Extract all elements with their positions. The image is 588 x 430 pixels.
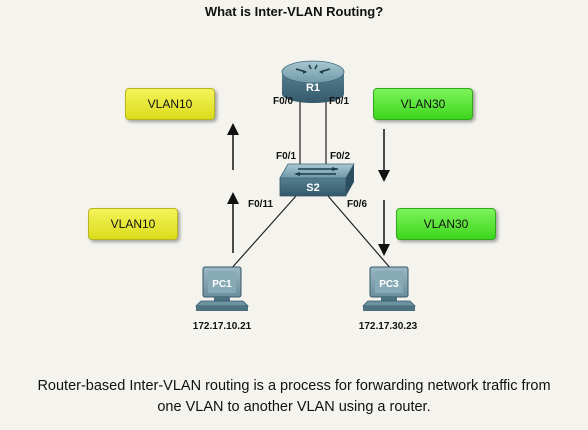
- vlan30-box-top: VLAN30: [373, 88, 473, 120]
- access-link-pc3: [327, 195, 393, 271]
- caption-line-1: Router-based Inter-VLAN routing is a pro…: [37, 378, 551, 394]
- pc3-ip-address: 172.17.30.23: [358, 321, 418, 332]
- access-link-pc1: [229, 195, 297, 271]
- pc1-ip-address: 172.17.10.21: [192, 321, 252, 332]
- port-label-s2-f01: F0/1: [276, 151, 297, 162]
- pc1-label: PC1: [212, 279, 232, 290]
- switch-icon: [279, 163, 355, 197]
- port-label-s2-f011: F0/11: [248, 199, 274, 210]
- caption-line-2: one VLAN to another VLAN using a router.: [157, 399, 431, 415]
- vlan10-box-bottom: VLAN10: [88, 208, 178, 240]
- pc3-icon: [362, 266, 416, 311]
- port-label-r1-f00: F0/0: [273, 96, 294, 107]
- port-label-s2-f02: F0/2: [330, 151, 351, 162]
- diagram-caption: Router-based Inter-VLAN routing is a pro…: [0, 376, 588, 418]
- pc1-icon: [195, 266, 249, 311]
- diagram-title: What is Inter-VLAN Routing?: [204, 4, 384, 19]
- vlan10-box-top: VLAN10: [125, 88, 215, 120]
- port-label-s2-f06: F0/6: [347, 199, 368, 210]
- router-icon: [281, 60, 345, 103]
- switch-label: S2: [306, 182, 319, 194]
- vlan30-box-bottom: VLAN30: [396, 208, 496, 240]
- router-label: R1: [306, 82, 320, 94]
- port-label-r1-f01: F0/1: [329, 96, 350, 107]
- pc3-label: PC3: [379, 279, 399, 290]
